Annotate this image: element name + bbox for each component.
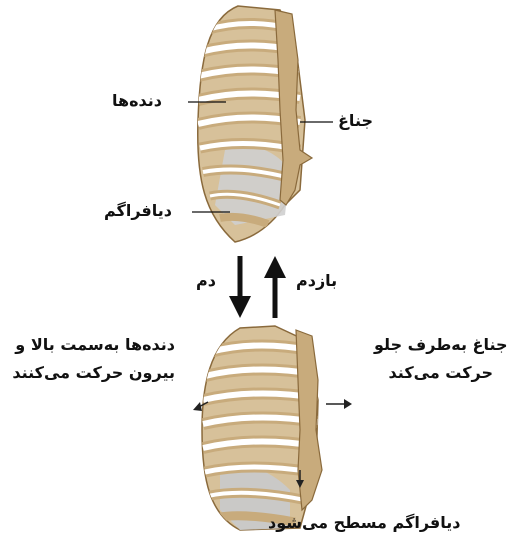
exhale-arrow: [264, 256, 286, 318]
inhale-arrow: [229, 256, 251, 318]
ribs-move-line2: بیرون حرکت می‌کنند: [12, 362, 175, 384]
ribs-label: دنده‌ها: [112, 90, 162, 112]
ribs-move-caption: دنده‌ها به‌سمت بالا و بیرون حرکت می‌کنند: [12, 334, 175, 383]
ribs-move-line1: دنده‌ها به‌سمت بالا و: [12, 334, 175, 356]
diaphragm-flat-label: دیافراگم مسطح می‌شود: [268, 512, 461, 534]
sternum-move-caption: جناغ به‌طرف جلو حرکت می‌کند: [374, 334, 508, 383]
diaphragm-label: دیافراگم: [104, 200, 172, 222]
sternum-move-line1: جناغ به‌طرف جلو: [374, 334, 508, 356]
sternum-label: جناغ: [338, 110, 373, 132]
rib-cage-top: [198, 6, 312, 242]
exhale-label: بازدم: [296, 270, 337, 292]
rib-cage-bottom: [202, 326, 322, 530]
sternum-forward-arrow: [326, 399, 352, 409]
inhale-label: دم: [196, 270, 216, 292]
sternum-move-line2: حرکت می‌کند: [374, 362, 508, 384]
